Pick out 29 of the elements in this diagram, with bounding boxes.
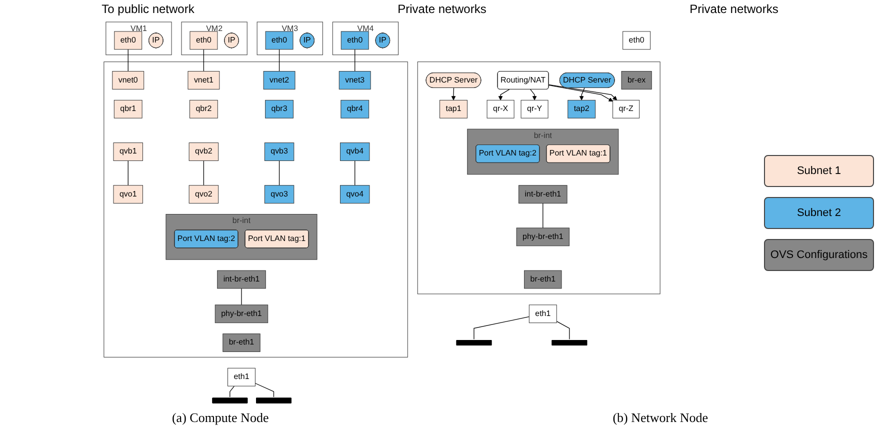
connector xyxy=(354,49,356,72)
connector xyxy=(278,160,280,186)
arrow xyxy=(530,89,537,100)
arrow xyxy=(548,84,618,100)
network-label: Private networks xyxy=(398,2,486,16)
network-bar xyxy=(256,398,292,404)
connector xyxy=(203,160,204,186)
connector xyxy=(542,202,544,228)
connector xyxy=(241,288,242,306)
legend-swatch: Subnet 1 xyxy=(764,154,874,186)
arrow xyxy=(548,84,613,102)
network-bar xyxy=(212,398,248,404)
caption-text: (a) Compute Node xyxy=(172,410,269,426)
caption-text: (b) Network Node xyxy=(612,410,708,426)
connector xyxy=(254,382,274,398)
connector xyxy=(278,49,280,72)
network-label: Private networks xyxy=(690,2,778,16)
arrow xyxy=(451,88,456,100)
arrow xyxy=(579,88,585,100)
legend-swatch: Subnet 2 xyxy=(764,196,874,228)
network-label: To public network xyxy=(102,2,194,16)
network-bar xyxy=(456,340,492,346)
connector xyxy=(203,49,204,72)
connector xyxy=(474,316,530,340)
network-bar xyxy=(552,340,588,346)
legend-swatch: OVS Configurations xyxy=(764,238,874,270)
arrow xyxy=(498,89,510,100)
connector xyxy=(230,386,235,398)
connector xyxy=(354,160,356,186)
